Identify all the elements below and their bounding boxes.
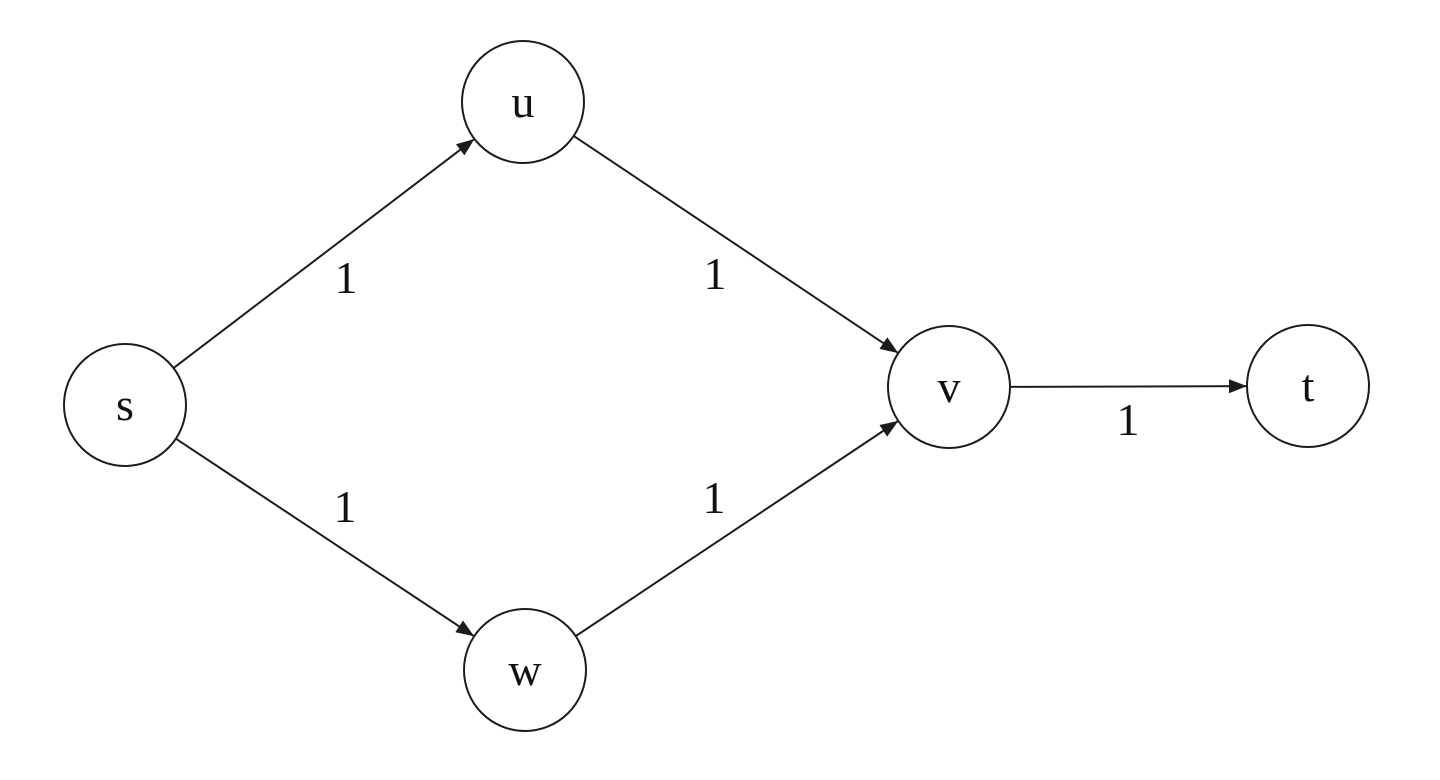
node-t <box>1246 324 1370 448</box>
node-label-s: s <box>116 379 134 430</box>
node-s <box>63 343 187 467</box>
node-label-t: t <box>1302 360 1315 411</box>
edge-weight-s-u: 1 <box>335 252 358 303</box>
node-label-v: v <box>938 361 961 412</box>
node-u <box>461 40 585 164</box>
edge-weight-v-t: 1 <box>1117 394 1140 445</box>
edge-w-v <box>575 420 899 637</box>
edge-weight-s-w: 1 <box>334 481 357 532</box>
edge-s-u <box>172 138 475 369</box>
node-label-u: u <box>512 76 535 127</box>
edge-u-v <box>573 135 899 354</box>
edge-v-t <box>1009 379 1248 394</box>
edge-s-w <box>175 437 475 637</box>
edge-weight-u-v: 1 <box>704 248 727 299</box>
node-label-w: w <box>508 644 542 695</box>
edge-weight-w-v: 1 <box>703 472 726 523</box>
node-v <box>887 325 1011 449</box>
node-w <box>463 608 587 732</box>
